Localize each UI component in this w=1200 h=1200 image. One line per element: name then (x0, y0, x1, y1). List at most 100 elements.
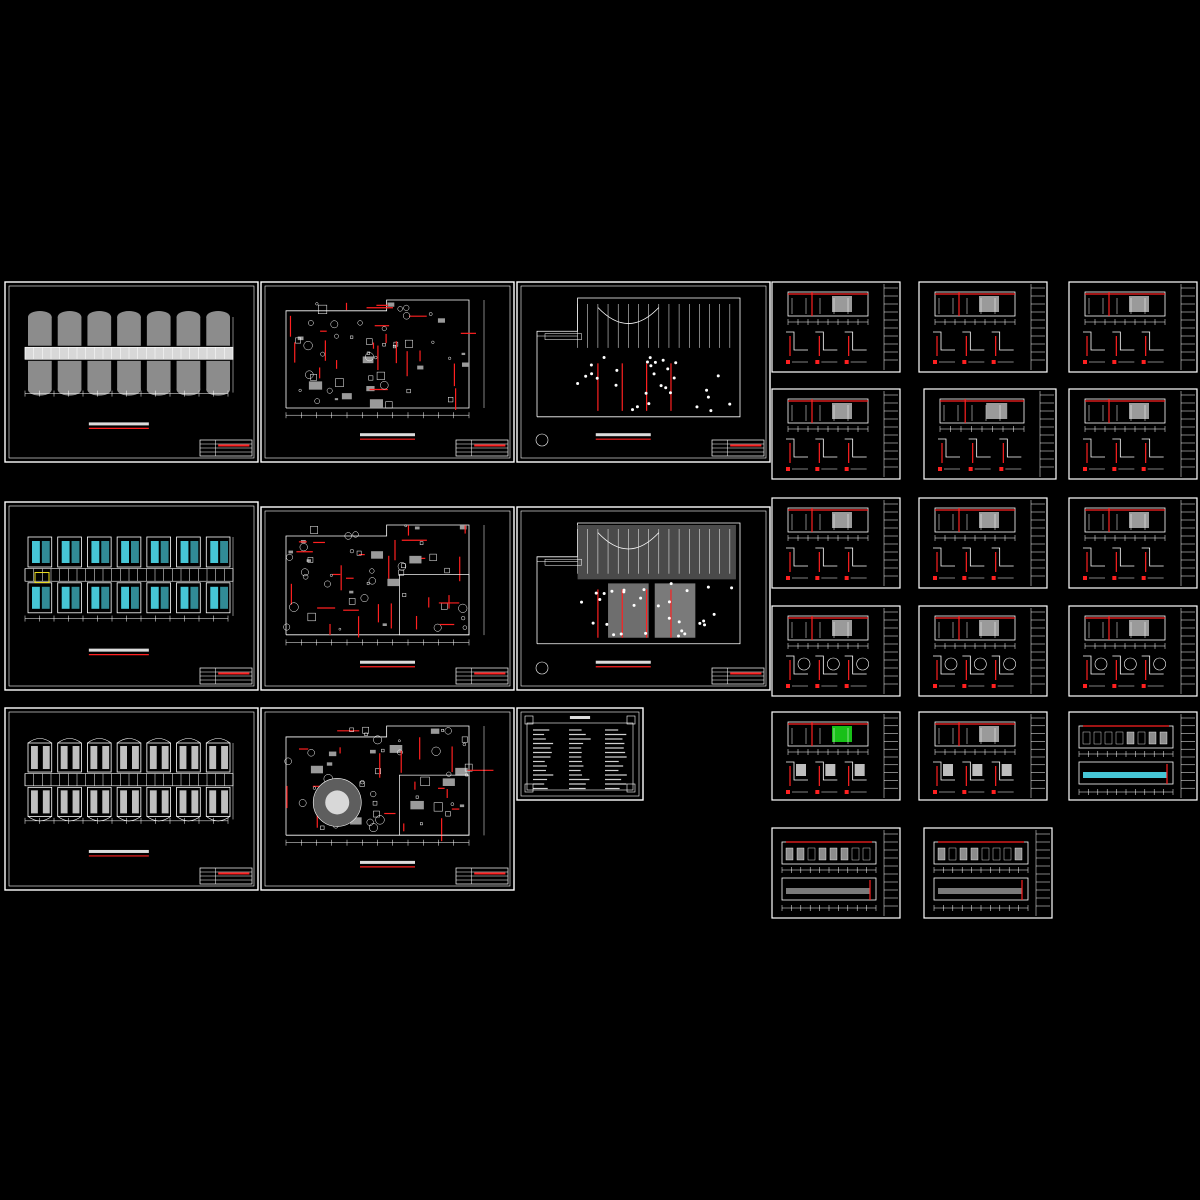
room-module (116, 738, 142, 773)
room-module (146, 536, 171, 568)
north-arrow (535, 661, 549, 675)
elevation-view (934, 291, 1016, 317)
section-detail (786, 655, 811, 688)
light-fixture (622, 590, 626, 594)
sheet-outer-frame (260, 281, 515, 463)
detail-sheet (923, 388, 1057, 480)
light-fixture (591, 621, 595, 625)
detail-sheet (771, 827, 901, 919)
section-detail (1112, 331, 1135, 364)
dimension-line (1084, 319, 1166, 325)
detail-sheet-frame (1068, 388, 1198, 480)
dimension-line (787, 426, 869, 432)
room-module (27, 536, 53, 568)
detail-sheet-frame (771, 388, 901, 480)
light-fixture (676, 634, 680, 638)
sheet-outer-frame (260, 707, 515, 891)
empty-zone (399, 574, 470, 636)
drawing-title-mark (88, 422, 149, 429)
room-module (146, 582, 171, 614)
room-module (87, 311, 112, 346)
section-detail (933, 655, 958, 688)
elevation-view (1084, 507, 1166, 533)
section-detail (844, 547, 867, 580)
drawing-title-mark (595, 660, 651, 668)
elevation-view (1084, 291, 1166, 317)
section-detail (1083, 655, 1108, 688)
sheet-inner-frame (264, 711, 511, 887)
sheet-inner-frame (520, 285, 767, 459)
section-detail (1141, 331, 1164, 364)
section-detail (815, 438, 838, 471)
elevation-view (1084, 398, 1166, 424)
section-detail (1141, 655, 1166, 688)
sheet-inner-frame (520, 711, 640, 797)
light-fixture (590, 372, 594, 376)
light-fixture (642, 588, 646, 592)
section-detail (962, 331, 985, 364)
detail-sheet-frame (923, 388, 1057, 480)
large-sheet (4, 707, 259, 891)
detail-sheet-frame (1068, 711, 1198, 801)
detail-sheet (771, 497, 901, 589)
section-detail (999, 438, 1022, 471)
light-fixture (668, 391, 672, 395)
section-detail (786, 331, 808, 364)
dimension-line (1084, 643, 1166, 649)
corner-mark (626, 715, 636, 725)
light-fixture (610, 589, 614, 593)
light-fixture (602, 356, 606, 360)
light-fixture (667, 600, 671, 604)
room-module (206, 311, 230, 346)
room-module (117, 360, 141, 396)
detail-content (1083, 291, 1166, 364)
dimension-line (1084, 426, 1166, 432)
detail-content (1083, 615, 1166, 688)
large-sheet (516, 506, 771, 691)
dimension-line (1078, 789, 1174, 795)
room-module (146, 360, 171, 396)
light-fixture (706, 395, 710, 399)
detail-sheet (1068, 605, 1198, 697)
light-fixture (677, 620, 681, 624)
light-fixture (632, 603, 636, 607)
detail-content (933, 841, 1029, 911)
elevation-view (787, 398, 869, 424)
title-block (199, 867, 253, 885)
light-fixture (685, 589, 689, 593)
dimension-line (939, 426, 1025, 432)
section-detail (844, 655, 869, 688)
light-fixture (635, 405, 639, 409)
detail-sheet-frame (771, 281, 901, 373)
title-block (711, 667, 765, 685)
room-module (57, 360, 82, 396)
section-detail (933, 761, 955, 794)
light-fixture (619, 632, 623, 636)
light-fixture (659, 384, 663, 388)
light-fixture (703, 623, 707, 627)
detail-sheet-frame (771, 711, 901, 801)
room-module (176, 311, 201, 346)
title-block (199, 439, 253, 457)
room-module (117, 311, 141, 346)
light-fixture (656, 604, 660, 608)
corner-mark (524, 783, 534, 793)
detail-sheet-frame (918, 711, 1048, 801)
light-fixture (631, 408, 635, 412)
room-module (87, 536, 112, 568)
drawing-title-mark (88, 648, 149, 656)
light-fixture (648, 356, 652, 360)
detail-sheet-frame (918, 605, 1048, 697)
room-module (87, 582, 112, 614)
detail-sheet-frame (918, 281, 1048, 373)
light-fixture (605, 622, 609, 626)
ceiling-plan (536, 297, 741, 418)
large-sheet (260, 707, 515, 891)
sheet-inner-frame (8, 285, 255, 459)
light-fixture (594, 591, 598, 595)
section-detail (786, 438, 808, 471)
curved-bulkhead (597, 532, 660, 550)
light-fixture (674, 361, 678, 365)
light-fixture (644, 631, 648, 635)
section-detail (968, 438, 991, 471)
